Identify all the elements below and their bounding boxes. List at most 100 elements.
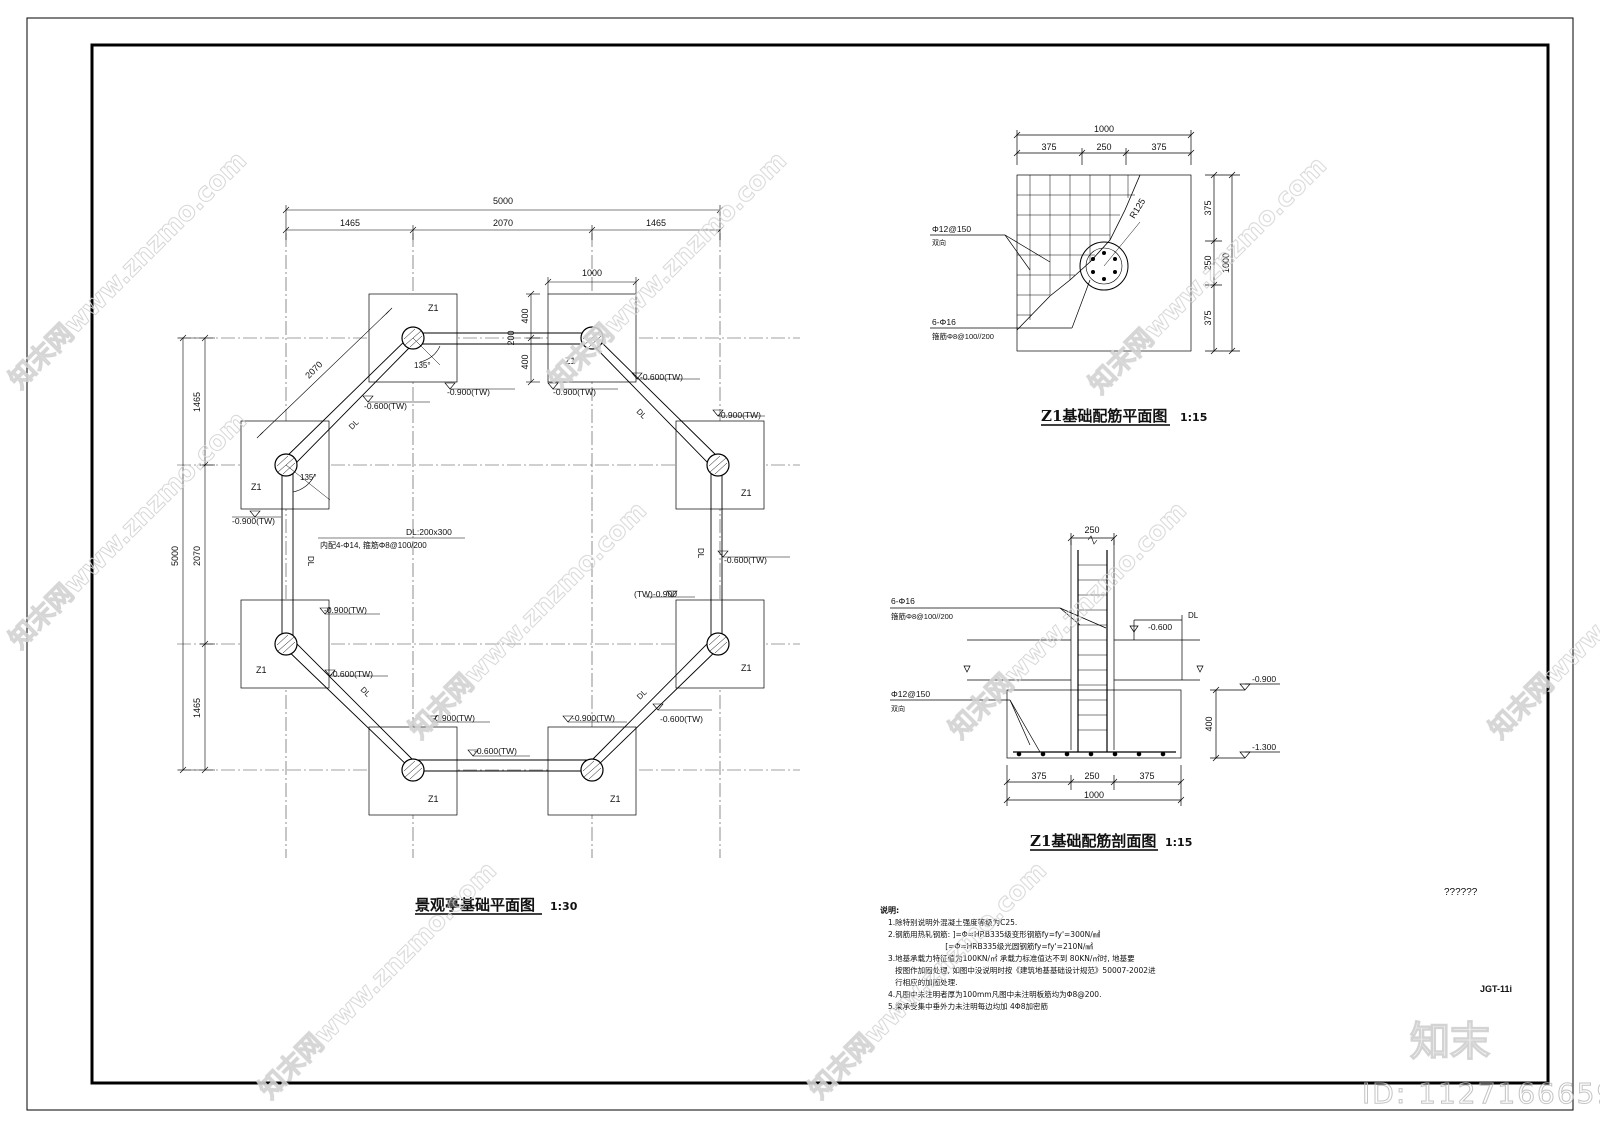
col-z1-1: Z1 [428,303,439,313]
lvl-9: -0.900(TW) [324,605,367,615]
left-dimensions [178,334,215,774]
top-dimensions [282,205,724,294]
angle-top: 135° [414,361,431,370]
lvl-10: -0.600(TW) [330,669,373,679]
plan-labels: 5000 1465 2070 1465 1000 5000 1465 2070 … [170,196,767,804]
z1p-dim-375b: 375 [1151,142,1166,152]
footing-pads [240,293,765,816]
note-line-7: 4.凡图中未注明者厚为100mm凡图中未注明板筋均为Φ8@200. [888,989,1101,999]
dim-bottom-v: 1465 [192,698,202,718]
watermark-8: 知末网www.znzmo.com [254,856,503,1105]
z1p-dim-250v: 250 [1203,255,1213,270]
dim-total: 5000 [493,196,513,206]
inner-frame [90,43,1550,1085]
z1s-lvl-1300: -1.300 [1252,742,1276,752]
col-z1-4: Z1 [741,488,752,498]
dim-400-top: 400 [520,308,530,323]
z1p-dim-375c: 375 [1203,200,1213,215]
general-notes: 说明: 1.除特别说明外混凝土强度等级为C25. 2.钢筋用热轧钢筋: ]=Φ=… [880,905,1156,1011]
plan-title: 景观亭基础平面图 [415,896,535,914]
z1s-dim-1000: 1000 [1084,790,1104,800]
z1s-dl: DL [1188,611,1199,620]
axis-lines [177,233,800,858]
watermark-id: ID: 1127166659 [1362,1077,1600,1110]
z1s-dim-375a: 375 [1031,771,1046,781]
z1s-lvl-900: -0.900 [1252,674,1276,684]
watermark-9: 知末网www.znzmo.com [804,856,1053,1105]
z1s-rebar1-sub: 双向 [891,704,905,713]
lvl-4: -0.600(TW) [640,372,683,382]
z1p-dim-250: 250 [1096,142,1111,152]
note-line-4: 3.地基承载力特征值为100KN/㎡ 承载力标准值达不到 80KN/㎡时, 地基… [888,953,1135,963]
angle-left: 135° [300,473,317,482]
col-z1-3: Z1 [251,482,262,492]
dim-middle: 2070 [493,218,513,228]
dim-middle-v: 2070 [192,546,202,566]
lvl-6: -0.900(TW) [232,516,275,526]
lvl-5: -0.900(TW) [718,410,761,420]
z1s-rebar1: Φ12@150 [891,689,930,699]
z1p-radius: R125 [1128,197,1148,221]
column-hatch [276,328,728,780]
question-marks: ?????? [1444,887,1478,898]
note-line-1: 1.除特别说明外混凝土强度等级为C25. [888,917,1017,927]
z1-section-labels: 250 375 250 375 1000 400 6-Φ16 箍筋Φ8@100/… [891,525,1276,800]
beam-dl-2: DL [635,407,649,421]
lvl-14: -0.600(TW) [474,746,517,756]
watermark-6: 知末网www.znzmo.com [944,496,1193,745]
watermark-7: 知末网www.znzmo.com [1484,496,1600,745]
z1s-rebar2-sub: 箍筋Φ8@100//200 [891,611,953,621]
dim-200: 200 [506,330,516,345]
z1p-rebar1: Φ12@150 [932,224,971,234]
z1-plan-scale: 1:15 [1180,411,1207,424]
watermark-4: 知末网www.znzmo.com [4,406,253,655]
lvl-3: -0.900(TW) [553,387,596,397]
z1-plan-title: Z1基础配筋平面图 [1041,407,1167,425]
ground-beams [281,332,723,772]
level-markers [232,372,790,757]
z1p-dim-375d: 375 [1203,310,1213,325]
watermark-1: 知末网www.znzmo.com [4,146,253,395]
dim-left: 1465 [340,218,360,228]
z1p-dim-375a: 375 [1041,142,1056,152]
z1s-rebar2: 6-Φ16 [891,596,915,606]
z1p-rebar1-sub: 双向 [932,238,946,247]
lvl-13: -0.900(TW) [572,713,615,723]
z1s-lvl-600: -0.600 [1148,622,1172,632]
plan-scale: 1:30 [550,900,578,913]
z1-section-title: Z1基础配筋剖面图 [1030,832,1156,850]
watermark-3: 知末网www.znzmo.com [1084,151,1333,400]
dim-pad: 1000 [582,268,602,278]
beam-dl-6: DL [635,687,649,701]
watermark-logo: 知末 [1410,1019,1490,1065]
z1p-dim-1000v: 1000 [1221,253,1231,273]
note-line-8: 5.梁承受集中垂外力未注明每边均加 4Φ8加密筋 [888,1001,1048,1011]
dim-total-v: 5000 [170,546,180,566]
lvl-11: -0.600(TW) [660,714,703,724]
pad-dimensions [526,290,540,386]
drawing-number: JGT-11i [1480,984,1512,994]
dim-400-bottom: 400 [520,354,530,369]
z1s-dim-400: 400 [1204,716,1214,731]
col-z1-2: Z1 [565,356,576,366]
z1-plan-detail [930,130,1240,355]
columns [274,326,730,782]
beam-size: DL:200x300 [406,527,452,537]
lvl-8: (TW)-0.900 [634,589,677,599]
z1-section-scale: 1:15 [1165,836,1192,849]
dim-diagonal: 2070 [303,359,324,380]
note-line-2: 2.钢筋用热轧钢筋: ]=Φ=HRB335级变形钢筋fy=fy'=300N/㎟ [888,929,1101,939]
beam-dl-3: DL [306,556,315,567]
note-line-6: 行相应的加固处理. [888,977,958,987]
note-line-3: [=Φ=HRB335级光圆钢筋fy=fy'=210N/㎟ [888,941,1093,951]
z1p-rebar2-sub: 箍筋Φ8@100//200 [932,331,994,341]
dim-top-v: 1465 [192,392,202,412]
col-z1-5: Z1 [256,665,267,675]
dim-right: 1465 [646,218,666,228]
z1p-rebar2: 6-Φ16 [932,317,956,327]
z1s-dim-375b: 375 [1139,771,1154,781]
notes-heading: 说明: [880,905,899,915]
z1-section-detail [890,533,1280,806]
